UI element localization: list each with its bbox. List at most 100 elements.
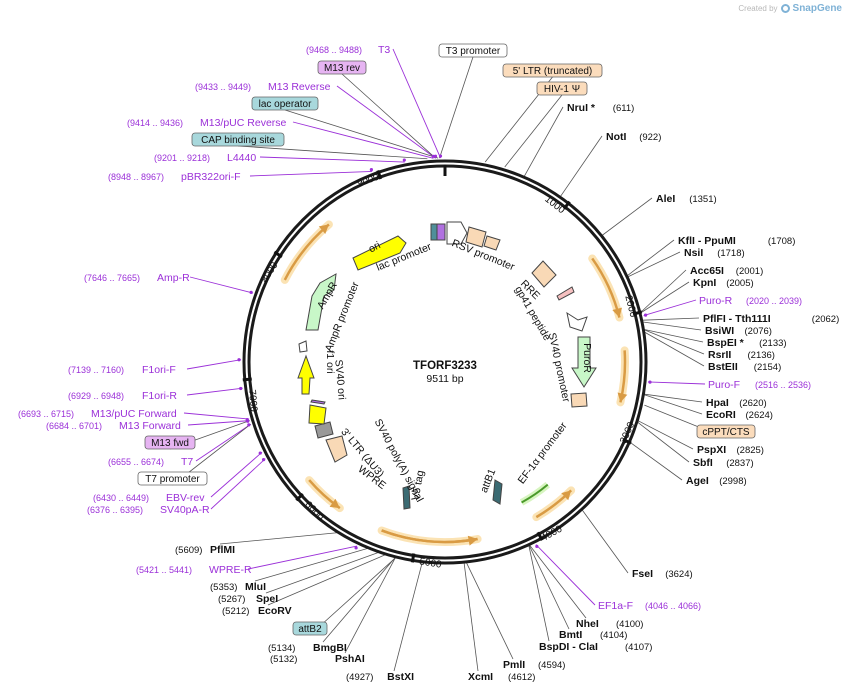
- enzyme-coord-kfli-ppumi: (1708): [768, 236, 795, 247]
- box-line-m13-rev: [341, 73, 436, 159]
- primer-line-wpre-r: [247, 545, 358, 570]
- enzyme-name-pshai: PshAI: [335, 653, 365, 665]
- enzyme-name-bspdi-clai: BspDI - ClaI: [539, 641, 598, 653]
- tick-label-1000: 1000: [542, 194, 567, 217]
- enzyme-name-ecorv: EcoRV: [258, 605, 292, 617]
- m13rev-box: [436, 223, 446, 241]
- enzyme-line-2: [602, 197, 653, 236]
- enzyme-coord-pmli: (4594): [538, 660, 565, 671]
- enzyme-coord-bspdi-clai: (4107): [625, 642, 652, 653]
- primer-coord-wpre-r: (5421 .. 5441): [136, 565, 192, 575]
- box-label-t3-promoter: T3 promoter: [446, 46, 501, 57]
- primer-mark-f1ori-f: [237, 358, 241, 362]
- enzyme-name-mlui: MluI: [245, 581, 266, 593]
- feature-label-sv40-promoter: SV40 promoter: [546, 332, 573, 404]
- tick-4000: [536, 531, 544, 541]
- primer-coord-puro-f: (2516 .. 2536): [755, 380, 811, 390]
- enzyme-coord-fsei: (3624): [665, 569, 692, 580]
- primer-coord-amp-r: (7646 .. 7665): [84, 273, 140, 283]
- primer-line-t7: [195, 423, 251, 462]
- box-label-t7-promoter: T7 promoter: [145, 474, 200, 485]
- enzyme-coord-ecorv: (5212): [222, 606, 249, 617]
- snapgene-logo-icon: [780, 4, 790, 13]
- primer-line-pbr322ori-f: [249, 171, 373, 177]
- credit-brand: SnapGene: [792, 3, 842, 14]
- enzyme-name-bsteii: BstEII: [708, 361, 738, 373]
- orf-arc-6-arrow: [318, 224, 329, 235]
- primer-mark-wpre-r: [354, 546, 358, 550]
- bottom-arc: [381, 529, 478, 544]
- primer-name-ef1a-f: EF1a-F: [598, 600, 633, 612]
- enzyme-coord-pspxi: (2825): [737, 445, 764, 456]
- primer-coord-l4440: (9201 .. 9218): [154, 153, 210, 163]
- enzyme-coord-bmgbi: (5134): [268, 643, 295, 654]
- enzyme-coord-pflfi-tth111i: (2062): [812, 314, 839, 325]
- primer-line-f1ori-f: [186, 359, 242, 370]
- box-label-m13-fwd: M13 fwd: [151, 438, 189, 449]
- primer-mark-m13-forward: [246, 419, 250, 423]
- sv40-ori-stripe: [310, 399, 326, 405]
- enzyme-line-12: [644, 393, 703, 403]
- enzyme-coord-bsiwi: (2076): [745, 326, 772, 337]
- enzyme-name-bmti: BmtI: [559, 629, 582, 641]
- enzyme-line-7: [642, 317, 700, 321]
- primer-line-l4440: [259, 156, 405, 163]
- primer-mark-puro-f: [648, 380, 652, 384]
- box-label-cap-binding-site: CAP binding site: [201, 135, 275, 146]
- ltr-box-2: [483, 235, 501, 251]
- primer-name-f1ori-f: F1ori-F: [142, 364, 176, 376]
- enzyme-coord-mlui: (5353): [210, 582, 237, 593]
- primer-name-t7: T7: [181, 456, 193, 468]
- ampr-promoter-shape: [298, 340, 308, 353]
- box-lac-operator: [251, 96, 319, 111]
- enzyme-line-13: [644, 394, 703, 415]
- plasmid-name: TFORF3233: [413, 360, 477, 372]
- box-line-hiv-1: [504, 94, 563, 168]
- enzyme-line-0: [523, 106, 564, 177]
- box-label-hiv-1: HIV-1 Ψ: [544, 84, 580, 95]
- box-label-cppt-cts: cPPT/CTS: [702, 427, 750, 438]
- orf-arc-2-arrow: [617, 392, 628, 403]
- enzyme-name-sbfi: SbfI: [693, 457, 713, 469]
- primer-mark-puro-r: [643, 313, 648, 317]
- enzyme-coord-bmti: (4104): [600, 630, 627, 641]
- box-label-lac-operator: lac operator: [259, 99, 312, 110]
- primer-name-f1ori-r: F1ori-R: [142, 390, 177, 402]
- primer-coord-m13-puc-reverse: (9414 .. 9436): [127, 118, 183, 128]
- ef1a-arc: [521, 483, 549, 504]
- box-line-cap-binding-site: [237, 145, 428, 160]
- leader-lines: [169, 48, 727, 672]
- primer-line-ef1a-f: [535, 544, 596, 606]
- primer-name-wpre-r: WPRE-R: [209, 564, 252, 576]
- primer-mark-f1ori-r: [239, 386, 243, 391]
- orf-arc-5-arrow: [329, 498, 340, 509]
- feature-label-ef-1-promoter: EF-1α promoter: [516, 420, 570, 487]
- v5-shape: [402, 485, 411, 510]
- box-label-5-ltr-truncated: 5' LTR (truncated): [513, 66, 593, 77]
- ltr3-box: [325, 435, 348, 463]
- primer-line-m13-reverse: [336, 85, 436, 159]
- enzyme-coord-agei: (2998): [719, 476, 746, 487]
- tick-label-9000: 9000: [356, 172, 381, 190]
- primer-line-m13-puc-forward: [183, 412, 250, 420]
- enzyme-line-1: [560, 135, 603, 197]
- box-m13-rev: [317, 60, 367, 75]
- primer-line-t3: [392, 48, 441, 159]
- enzyme-name-bspei: BspEI *: [707, 337, 745, 349]
- enzyme-name-bsiwi: BsiWI: [705, 325, 734, 337]
- enzyme-coord-kpni: (2005): [726, 278, 753, 289]
- enzyme-line-14: [638, 420, 694, 450]
- primer-name-l4440: L4440: [227, 152, 256, 164]
- enzyme-line-15: [637, 422, 690, 463]
- primer-coord-t3: (9468 .. 9488): [306, 45, 362, 55]
- enzyme-coord-pflmi: (5609): [175, 545, 202, 556]
- enzyme-coord-nsii: (1718): [717, 248, 744, 259]
- primer-name-m13-forward: M13 Forward: [119, 420, 181, 432]
- box-line-lac-operator: [284, 109, 439, 159]
- primer-coord-f1ori-r: (6929 .. 6948): [68, 391, 124, 401]
- primer-line-puro-r: [643, 299, 697, 316]
- snapgene-credit: Created by SnapGene: [738, 3, 842, 14]
- enzyme-name-nhei: NheI: [576, 618, 599, 630]
